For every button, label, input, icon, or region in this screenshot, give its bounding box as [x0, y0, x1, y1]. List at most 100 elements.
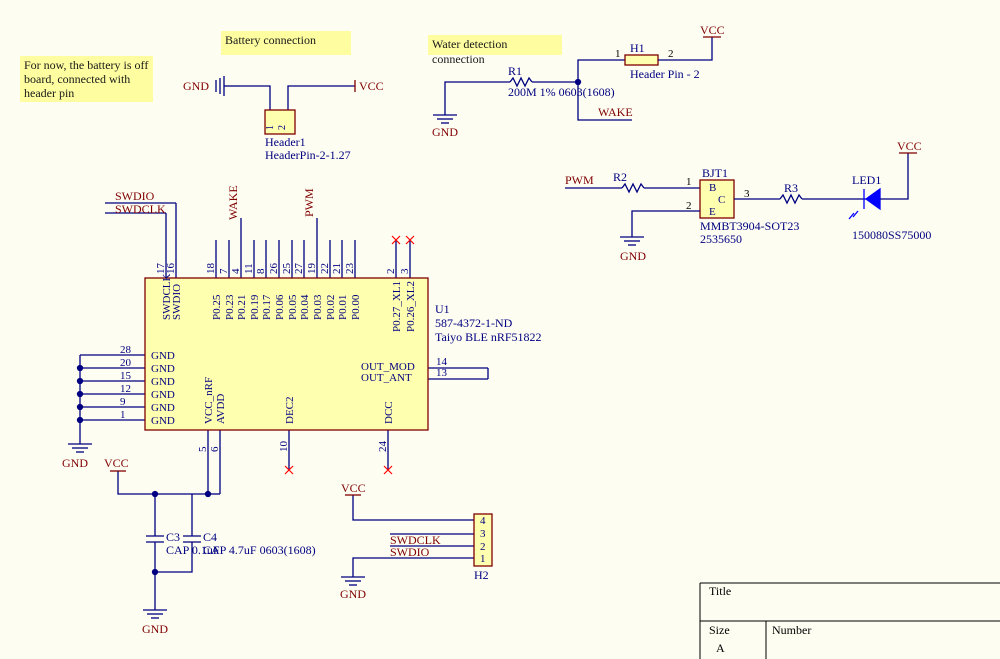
title-block-size-label: Size [709, 623, 730, 637]
h2-pin-1: 1 [480, 553, 486, 565]
bjt1-value: MMBT3904-SOT23 [700, 219, 799, 233]
battery-comment-note: For now, the battery is off board, conne… [20, 56, 153, 102]
u1-pin-number-24: 24 [377, 441, 389, 453]
led1-value: 150080SS75000 [852, 228, 931, 242]
u1-pin-number-19: 19 [306, 263, 318, 275]
water-gnd-symbol [433, 81, 510, 124]
wake-net-label: WAKE [598, 105, 633, 119]
u1-pin-number-1: 1 [120, 409, 126, 421]
u1-pin-label-gnd-28: GND [151, 350, 175, 362]
u1-pin-label-gnd-20: GND [151, 363, 175, 375]
u1-pin-label-p0-27-xl1: P0.27_XL1 [391, 281, 403, 332]
u1-pin-label-out-ant: OUT_ANT [361, 372, 412, 384]
c4-designator: C4 [203, 530, 217, 544]
led1-symbol [848, 187, 881, 220]
header1-designator: Header1 [265, 135, 306, 149]
bjt1-e-label: E [709, 206, 716, 218]
battery-connection-note: Battery connection [221, 31, 351, 55]
u1-pin-number-7: 7 [218, 268, 230, 274]
r1-designator: R1 [508, 64, 522, 78]
u1-pin-label-dcc: DCC [383, 401, 395, 424]
u1-pin-label-p0-17: P0.17 [261, 294, 273, 320]
h1-pin-1: 1 [615, 48, 621, 60]
u1-pin-label-p0-21: P0.21 [236, 295, 248, 320]
bjt1-b-label: B [709, 182, 716, 194]
r2-designator: R2 [613, 170, 627, 184]
battery-gnd-symbol [215, 76, 240, 96]
u1-pin-number-25: 25 [281, 263, 293, 275]
u1-pin-label-p0-02: P0.02 [325, 295, 337, 320]
h1-pin-2: 2 [668, 48, 674, 60]
u1-pin-label-swdclk: SWDCLK [161, 274, 173, 321]
r3-designator: R3 [784, 181, 798, 195]
h1-designator: H1 [630, 41, 645, 55]
u1-pin-label-avdd: AVDD [215, 394, 227, 424]
h2-vcc-label: VCC [341, 481, 366, 495]
c4-value: CAP 4.7uF 0603(1608) [203, 543, 316, 557]
u1-pin-number-26: 26 [268, 263, 280, 275]
bjt1-body [699, 179, 735, 219]
u1-pin-number-6: 6 [209, 446, 221, 452]
u1-pin-number-9: 9 [120, 396, 126, 408]
u1-pin-number-11: 11 [243, 263, 255, 274]
u1-pin-number-28: 28 [120, 344, 132, 356]
u1-pin-number-5: 5 [197, 446, 209, 452]
u1-pin-number-2: 2 [385, 269, 397, 275]
u1-wake-net-label: WAKE [226, 185, 240, 220]
r2-resistor [621, 182, 645, 194]
u1-pin-label-p0-19: P0.19 [249, 294, 261, 320]
bjt1-pin-2: 2 [686, 200, 692, 212]
swdio-net-label: SWDIO [115, 189, 155, 203]
h1-vcc-label: VCC [700, 23, 725, 37]
header1-body [264, 109, 296, 135]
battery-comment-line-2: board, connected with [24, 72, 131, 86]
u1-value: 587-4372-1-ND [435, 316, 513, 330]
r1-resistor [509, 76, 533, 88]
battery-comment-line-3: header pin [24, 86, 75, 100]
battery-connection-title: Battery connection [225, 33, 316, 47]
u1-pin-label-p0-00: P0.00 [350, 294, 362, 320]
u1-pin-label-gnd-15: GND [151, 376, 175, 388]
u1-pin-label-p0-03: P0.03 [312, 294, 324, 320]
u1-pin-label-gnd-9: GND [151, 402, 175, 414]
battery-comment-line-1: For now, the battery is off [24, 58, 149, 72]
water-detection-title: Water detection connection [432, 37, 508, 66]
u1-gnd-label: GND [62, 456, 88, 470]
u1-pin-number-17: 17 [155, 263, 167, 275]
u1-name: Taiyo BLE nRF51822 [435, 330, 542, 344]
title-block-title-label: Title [709, 584, 731, 598]
u1-pin-number-21: 21 [331, 263, 343, 274]
h2-gnd-label: GND [340, 587, 366, 601]
u1-pin-number-23: 23 [344, 263, 356, 275]
u1-body [144, 277, 429, 431]
water-detection-note: Water detection connection [428, 35, 562, 66]
u1-pin-number-14: 14 [436, 356, 448, 368]
h2-pin-2: 2 [480, 541, 486, 553]
cap-vcc-label: VCC [104, 456, 129, 470]
u1-pin-number-12: 12 [120, 383, 131, 395]
u1-pin-label-p0-05: P0.05 [287, 294, 299, 320]
u1-pin-label-gnd-12: GND [151, 389, 175, 401]
c3-designator: C3 [166, 530, 180, 544]
bjt-gnd-label: GND [620, 249, 646, 263]
r3-resistor [779, 193, 803, 205]
h1-body [624, 54, 659, 66]
battery-gnd-label: GND [183, 79, 209, 93]
u1-pin-label-out-mod: OUT_MOD [361, 361, 415, 373]
u1-pin-number-4: 4 [230, 268, 242, 274]
u1-pin-number-8: 8 [255, 268, 267, 274]
u1-pin-label-p0-04: P0.04 [299, 294, 311, 320]
u1-pin-number-20: 20 [120, 357, 132, 369]
header1-pin-1: 1 [265, 125, 276, 130]
header1-pin-2: 2 [277, 125, 288, 130]
u1-pwm-net-label: PWM [302, 188, 316, 217]
bjt1-designator: BJT1 [702, 166, 728, 180]
u1-pin-label-p0-01: P0.01 [337, 295, 349, 320]
h2-designator: H2 [474, 568, 489, 582]
no-connect-markers [284, 235, 415, 475]
h2-swdclk-label: SWDCLK [390, 533, 441, 547]
u1-pin-label-p0-26-xl2: P0.26_XL2 [405, 281, 417, 332]
u1-pin-number-13: 13 [436, 367, 448, 379]
u1-pin-label-p0-23: P0.23 [224, 294, 236, 320]
